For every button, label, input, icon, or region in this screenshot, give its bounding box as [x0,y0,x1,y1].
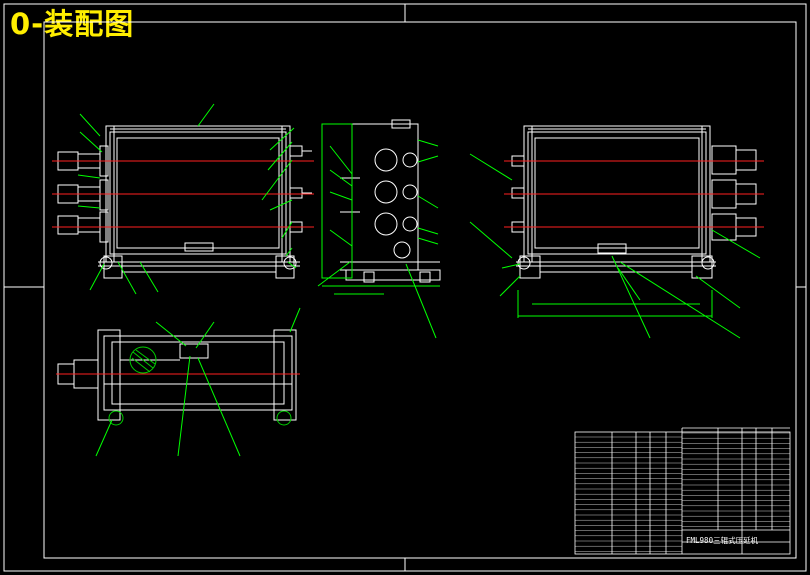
side-view-middle [317,119,441,339]
drawing-title: 0-装配图 [10,7,135,41]
front-view-left [52,103,314,295]
top-view-bottom [56,307,301,457]
rear-view-right [469,125,764,339]
title-block-name: FML980三辊式压延机 [686,536,759,545]
sheet-frame [3,3,807,572]
parts-list [574,427,791,555]
